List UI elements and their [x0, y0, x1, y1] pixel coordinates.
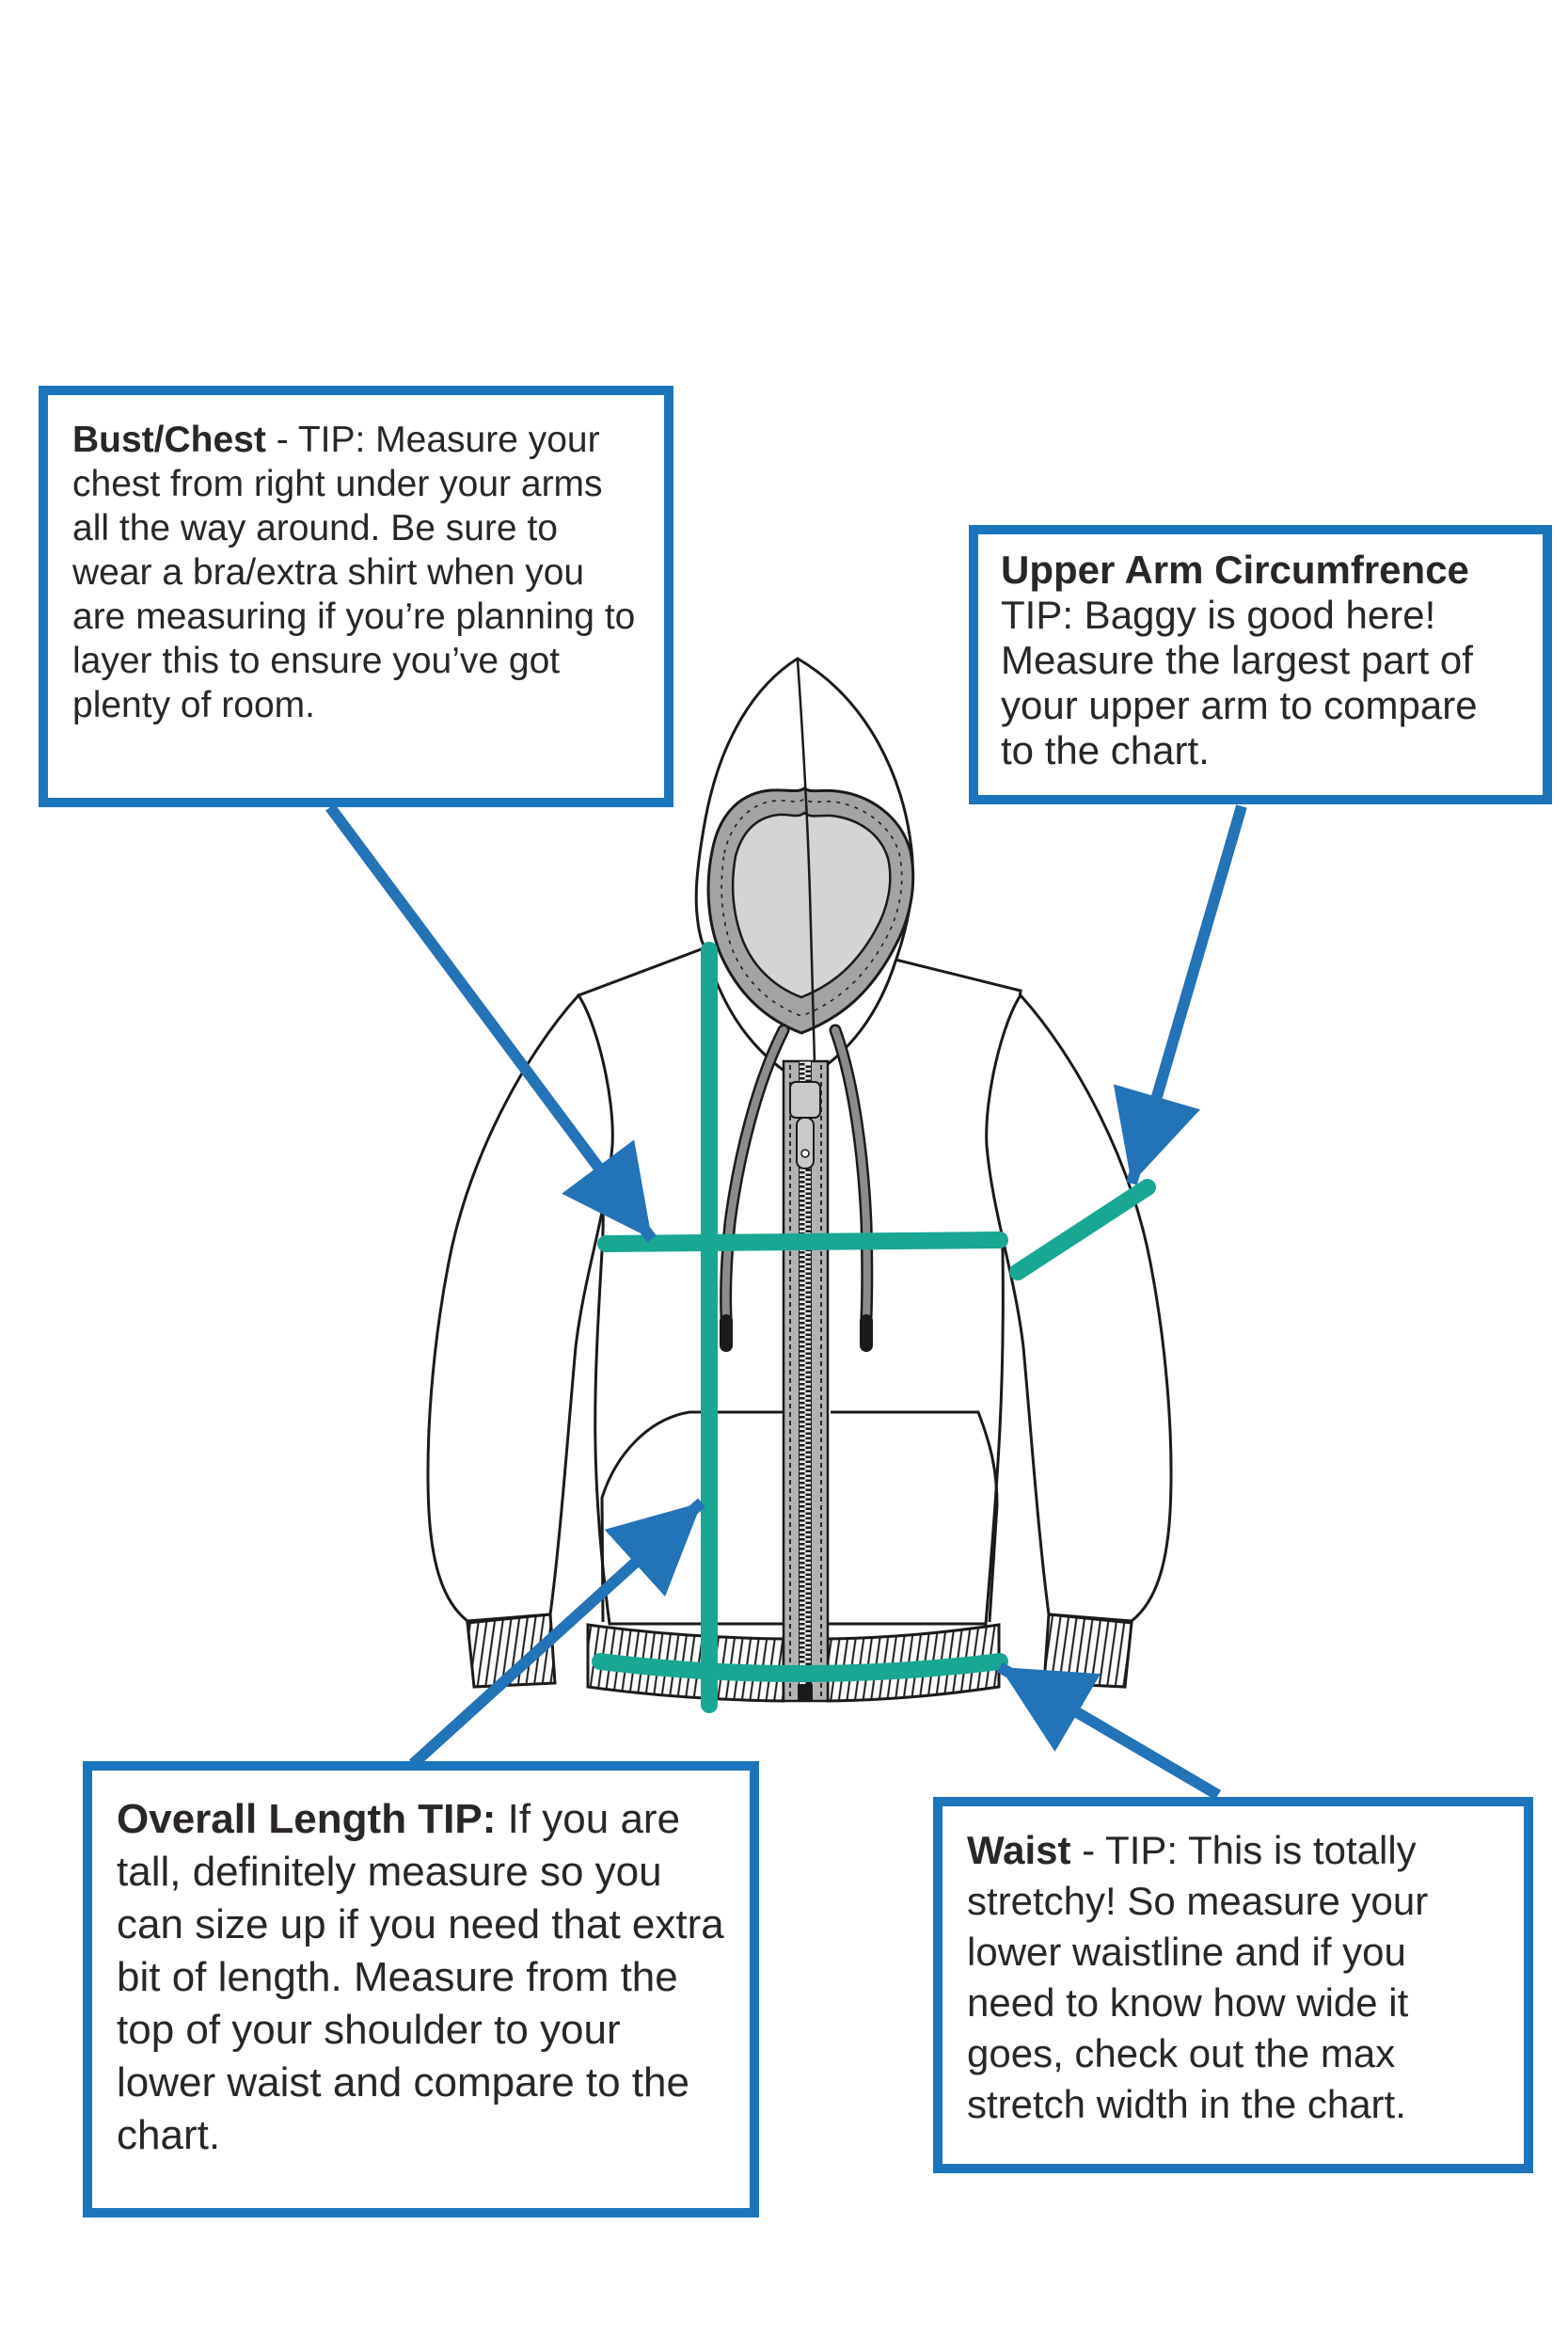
hood-center-seam	[796, 660, 816, 1064]
zipper-pull	[796, 1117, 815, 1169]
upper-arm-arrow	[1113, 804, 1247, 1185]
upper-arm-title: Upper Arm Circumfrence	[1001, 548, 1469, 592]
overall-length-title: Overall Length TIP:	[117, 1796, 497, 1842]
callout-overall-length: Overall Length TIP: If you are tall, def…	[83, 1761, 759, 2217]
drawstring-left	[720, 1024, 790, 1352]
overall-length-body: If you are tall, definitely measure so y…	[117, 1796, 724, 2158]
waist-body: - TIP: This is totally stretchy! So meas…	[967, 1828, 1429, 2126]
bust-chest-arrow	[325, 803, 657, 1243]
waist-title: Waist	[967, 1828, 1071, 1872]
drawstring-right	[829, 1024, 874, 1352]
hood-stitching	[721, 797, 903, 1017]
callout-waist: Waist - TIP: This is totally stretchy! S…	[933, 1797, 1533, 2173]
waist-arrow	[996, 1661, 1222, 1801]
hood-lining	[731, 811, 892, 999]
zipper-slider	[789, 1081, 821, 1119]
callout-bust-chest: Bust/Chest - TIP: Measure your chest fro…	[39, 386, 673, 807]
left-cuff	[466, 1613, 557, 1689]
bust-chest-title: Bust/Chest	[72, 420, 266, 460]
measurement-lines	[592, 942, 1156, 1713]
hood	[694, 657, 915, 1084]
hoodie-illustration	[325, 657, 1247, 1801]
upper-arm-body: TIP: Baggy is good here! Measure the lar…	[1001, 593, 1478, 772]
bust-chest-body: - TIP: Measure your chest from right und…	[72, 420, 636, 725]
pocket	[600, 1410, 999, 1623]
measure-line-waist	[592, 1653, 1008, 1682]
right-cuff	[1042, 1613, 1133, 1689]
overall-length-arrow	[408, 1498, 706, 1769]
left-sleeve	[426, 993, 614, 1623]
right-sleeve	[985, 993, 1173, 1623]
measure-line-bust-chest	[597, 1232, 1008, 1252]
measure-line-upper-arm	[1009, 1179, 1156, 1280]
zipper-bottom-stop	[798, 1684, 813, 1701]
callout-arrows	[325, 803, 1247, 1801]
zipper	[782, 1059, 830, 1703]
